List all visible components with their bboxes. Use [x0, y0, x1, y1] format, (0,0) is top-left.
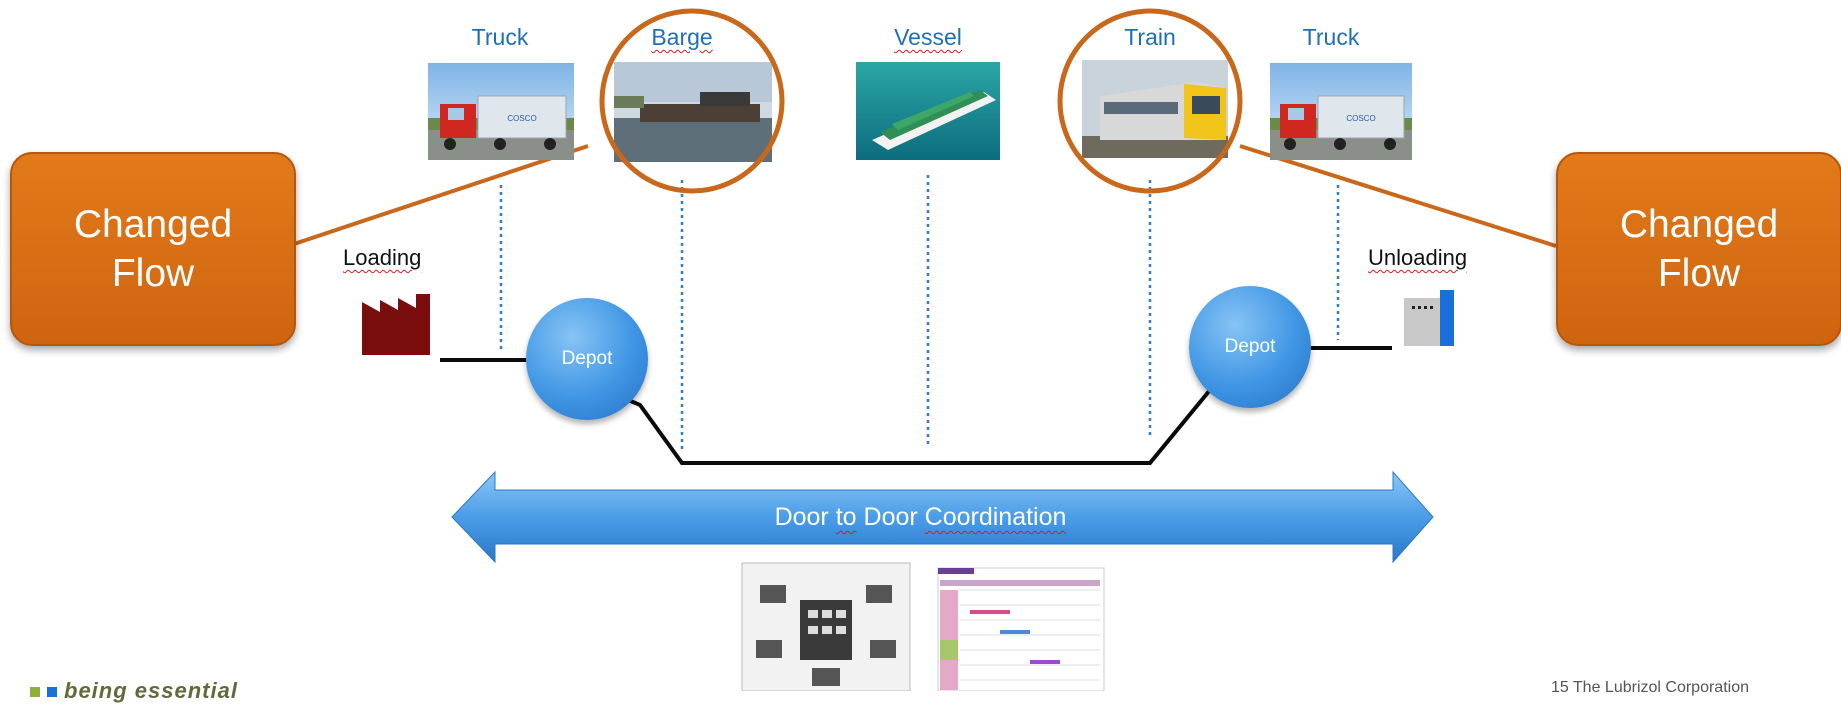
factory-icon [362, 294, 430, 355]
svg-text:COSCO: COSCO [507, 114, 536, 123]
callout-left-line2: Flow [111, 252, 195, 295]
mode-label-train: Train [1124, 24, 1176, 50]
mode-label-barge: Barge [651, 24, 713, 50]
depot-right: Depot [1189, 286, 1311, 408]
loading-label: Loading [343, 245, 422, 270]
mode-label-truck-right: Truck [1302, 24, 1360, 50]
arrow-word-4: Coordination [924, 503, 1067, 531]
logo-square-blue [47, 687, 57, 698]
callout-right-line2: Flow [1657, 252, 1741, 295]
door-to-door-label: Door to Door Coordination [0, 503, 1841, 532]
dotted-connectors [499, 175, 1340, 450]
svg-text:COSCO: COSCO [1346, 114, 1375, 123]
vessel-photo [856, 62, 1000, 160]
mode-label-vessel: Vessel [894, 24, 962, 50]
schedule-chart-icon [937, 567, 1105, 691]
barge-highlight-circle [599, 8, 785, 194]
arrow-word-2: to [835, 503, 857, 531]
callout-right-line1: Changed [1619, 202, 1779, 246]
arrow-word-1: Door [774, 503, 829, 531]
warehouse-icon [1404, 290, 1454, 346]
train-photo [1082, 60, 1228, 158]
door-to-door-arrow [451, 470, 1434, 564]
left-callout-connector [287, 144, 589, 248]
truck-photo-right: COSCO [1270, 63, 1412, 160]
depot-right-label: Depot [1224, 336, 1276, 357]
truck-photo-left: COSCO [428, 63, 574, 160]
footer-logo: being essential [30, 678, 238, 704]
logo-square-green [30, 687, 40, 698]
train-highlight-circle [1057, 8, 1243, 194]
right-callout-connector [1239, 144, 1557, 248]
changed-flow-callout-right: Changed Flow [1556, 152, 1841, 346]
footer-copyright: 15 The Lubrizol Corporation [1550, 679, 1749, 696]
changed-flow-callout-left: Changed Flow [10, 152, 296, 346]
arrow-word-3: Door [863, 503, 918, 531]
callout-connectors [287, 144, 1557, 248]
mode-label-truck-left: Truck [471, 24, 529, 50]
depot-left: Depot [526, 298, 648, 420]
server-network-icon [741, 562, 911, 691]
depot-left-label: Depot [561, 348, 613, 369]
callout-left-line1: Changed [73, 202, 233, 246]
barge-photo [614, 62, 772, 162]
unloading-label: Unloading [1368, 245, 1468, 270]
